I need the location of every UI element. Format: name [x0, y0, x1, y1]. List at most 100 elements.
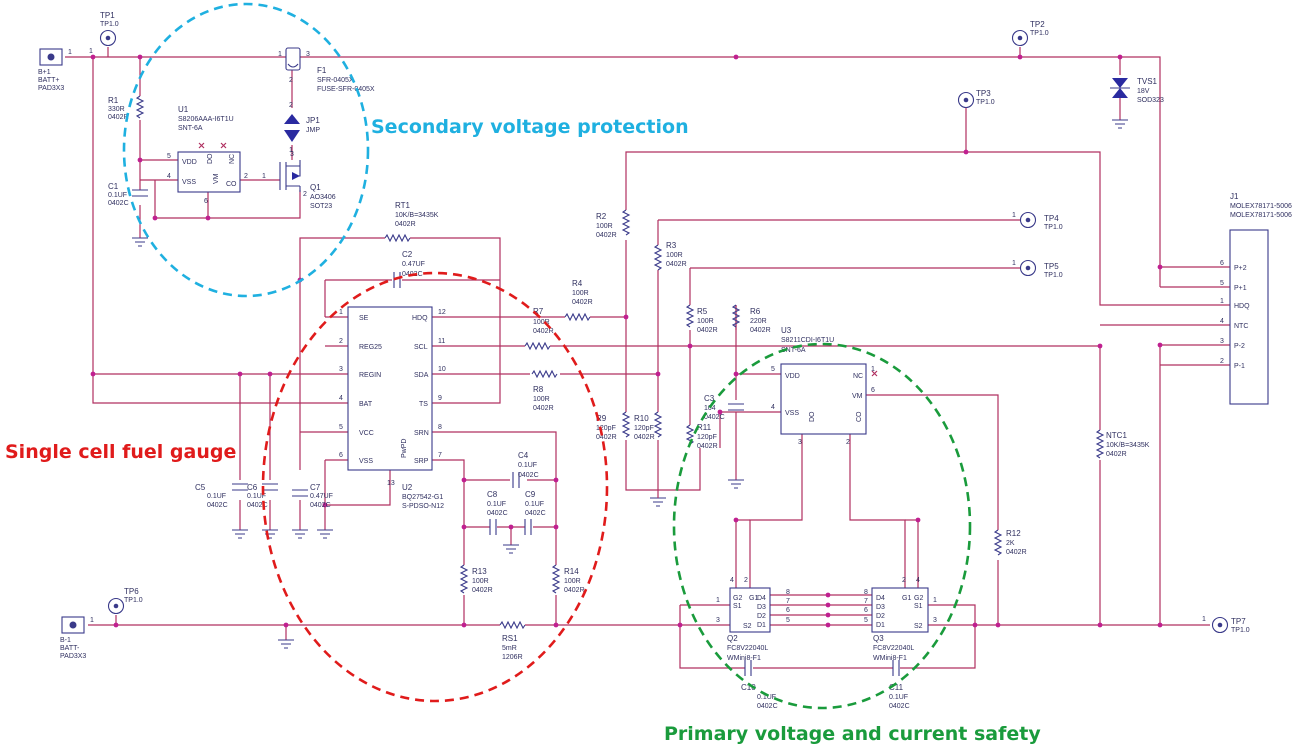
tp3: TP3 TP1.0	[957, 89, 995, 109]
r2: R2 100R 0402R	[596, 209, 631, 239]
q3-mosfet: D4 D3 D2 D1 G1 G2 S1 S2 2 4 1 3 8 7 6 5 …	[864, 577, 937, 662]
c2: C2 0.47UF 0402C	[393, 250, 425, 288]
svg-text:1: 1	[339, 309, 343, 316]
ntc1: NTC1 10K/B=3435K 0402R	[1095, 429, 1150, 459]
svg-text:R2: R2	[596, 212, 607, 221]
svg-text:6: 6	[339, 452, 343, 459]
svg-text:2K: 2K	[1006, 540, 1015, 547]
svg-text:0402R: 0402R	[1106, 451, 1127, 458]
svg-text:104: 104	[704, 405, 716, 412]
svg-text:JP1: JP1	[306, 116, 320, 125]
svg-text:1: 1	[1220, 298, 1224, 305]
u3-chip: VDD VSS NC VM DO CO 5 4 1 6 3 2 U3 S8211…	[771, 326, 875, 446]
svg-text:BQ27542-G1: BQ27542-G1	[402, 494, 443, 501]
svg-text:B-1: B-1	[60, 637, 71, 644]
svg-text:R11: R11	[697, 423, 712, 432]
svg-text:6: 6	[864, 607, 868, 614]
svg-text:NC: NC	[853, 373, 863, 380]
svg-text:S1: S1	[914, 603, 923, 610]
svg-text:G2: G2	[733, 595, 742, 602]
svg-text:SNT-6A: SNT-6A	[781, 347, 806, 354]
svg-text:6: 6	[1220, 260, 1224, 267]
svg-text:P-2: P-2	[1234, 343, 1245, 350]
tp7-ref: TP7	[1231, 617, 1246, 626]
svg-text:D4: D4	[876, 595, 885, 602]
svg-text:220R: 220R	[750, 318, 767, 325]
svg-text:D3: D3	[757, 604, 766, 611]
svg-text:120pF: 120pF	[634, 425, 654, 432]
svg-text:NTC: NTC	[1234, 323, 1248, 330]
svg-text:5: 5	[339, 424, 343, 431]
svg-text:5mR: 5mR	[502, 645, 517, 652]
svg-text:C6: C6	[247, 483, 258, 492]
svg-text:RT1: RT1	[395, 201, 411, 210]
svg-text:3: 3	[933, 617, 937, 624]
svg-text:R14: R14	[564, 567, 579, 576]
svg-text:0402C: 0402C	[310, 502, 331, 509]
svg-text:0402C: 0402C	[757, 703, 778, 710]
svg-text:100R: 100R	[564, 578, 581, 585]
svg-text:0402C: 0402C	[487, 510, 508, 517]
tp1: TP1 TP1.0 1	[89, 11, 119, 55]
svg-text:2: 2	[902, 577, 906, 584]
c11: C11 0.1UF 0402C	[889, 660, 910, 710]
svg-text:0.1UF: 0.1UF	[207, 493, 226, 500]
svg-text:DO: DO	[207, 153, 214, 164]
svg-text:VDD: VDD	[182, 159, 197, 166]
svg-text:0402R: 0402R	[564, 587, 585, 594]
svg-text:3: 3	[1220, 338, 1224, 345]
svg-text:R7: R7	[533, 307, 544, 316]
svg-text:100R: 100R	[596, 223, 613, 230]
svg-text:CO: CO	[856, 411, 863, 422]
svg-text:S2: S2	[743, 623, 752, 630]
svg-text:3: 3	[306, 51, 310, 58]
svg-text:C10: C10	[741, 683, 756, 692]
svg-text:C11: C11	[889, 683, 904, 692]
svg-text:330R: 330R	[108, 106, 125, 113]
svg-text:FC8V22040L: FC8V22040L	[873, 645, 914, 652]
svg-text:C2: C2	[402, 250, 413, 259]
r12: R12 2K 0402R	[993, 529, 1027, 556]
svg-text:MOLEX78171-5006: MOLEX78171-5006	[1230, 203, 1292, 210]
svg-text:0.1UF: 0.1UF	[525, 501, 544, 508]
tp4-ref: TP4	[1044, 214, 1059, 223]
svg-text:7: 7	[786, 598, 790, 605]
r9: R9 120pF 0402R	[596, 411, 631, 441]
tp4-val: TP1.0	[1044, 224, 1063, 231]
svg-text:P-1: P-1	[1234, 363, 1245, 370]
svg-text:2: 2	[289, 102, 293, 109]
svg-text:0402R: 0402R	[1006, 549, 1027, 556]
svg-text:SFR-0405X: SFR-0405X	[317, 77, 354, 84]
jp1: 2 1 JP1 JMP	[284, 102, 320, 154]
svg-text:NTC1: NTC1	[1106, 431, 1127, 440]
svg-text:U1: U1	[178, 105, 189, 114]
svg-text:0402R: 0402R	[666, 261, 687, 268]
svg-text:VM: VM	[852, 393, 863, 400]
svg-text:R13: R13	[472, 567, 487, 576]
tp7: TP7 TP1.0 1	[1202, 616, 1250, 634]
svg-text:1: 1	[89, 48, 93, 55]
tp2-ref: TP2	[1030, 20, 1045, 29]
svg-text:100R: 100R	[666, 252, 683, 259]
svg-text:2: 2	[289, 77, 293, 84]
svg-text:R10: R10	[634, 414, 649, 423]
svg-text:100R: 100R	[472, 578, 489, 585]
r7: R7 100R 0402R	[524, 307, 554, 351]
svg-text:1: 1	[262, 173, 266, 180]
svg-text:BATT+: BATT+	[38, 77, 59, 84]
svg-text:BAT: BAT	[359, 401, 373, 408]
svg-text:6: 6	[871, 387, 875, 394]
svg-text:4: 4	[916, 577, 920, 584]
svg-text:R4: R4	[572, 279, 583, 288]
svg-text:100R: 100R	[697, 318, 714, 325]
svg-text:B+1: B+1	[38, 69, 51, 76]
svg-text:1: 1	[716, 597, 720, 604]
svg-text:C7: C7	[310, 483, 321, 492]
svg-text:6: 6	[204, 198, 208, 205]
svg-text:0.47UF: 0.47UF	[310, 493, 333, 500]
svg-text:1: 1	[278, 51, 282, 58]
junctions	[90, 54, 1163, 628]
svg-text:Q2: Q2	[727, 634, 738, 643]
tp2-val: TP1.0	[1030, 30, 1049, 37]
